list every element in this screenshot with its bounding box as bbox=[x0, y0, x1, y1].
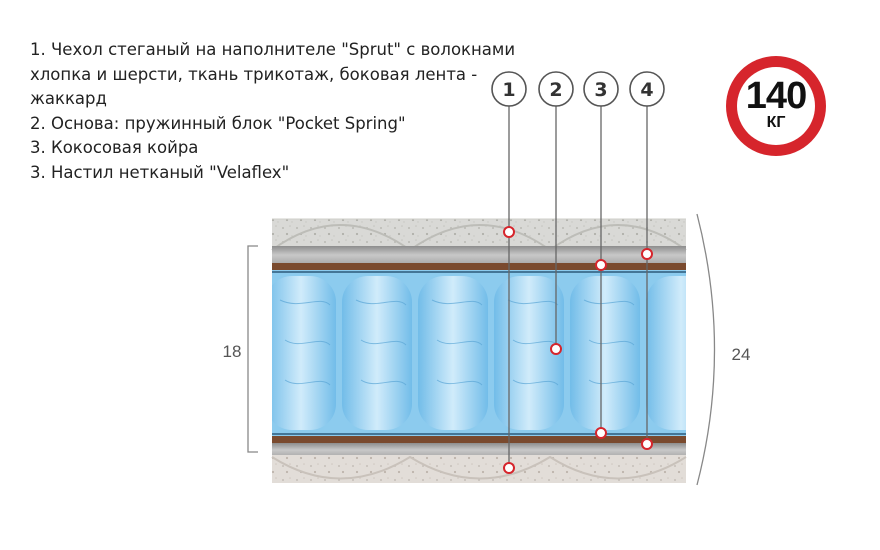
callout-3: 3 bbox=[583, 71, 619, 107]
max-load-badge-inner: 140 КГ bbox=[737, 67, 815, 145]
marker-top-coir bbox=[595, 259, 607, 271]
legend-line-3: жаккард bbox=[30, 89, 107, 108]
marker-top-cover bbox=[503, 226, 515, 238]
callout-1: 1 bbox=[491, 71, 527, 107]
marker-bottom-cover bbox=[503, 462, 515, 474]
spring-ties bbox=[272, 271, 686, 435]
top-coir-layer bbox=[272, 263, 686, 270]
bottom-coir-layer bbox=[272, 436, 686, 443]
legend-line-5: 3. Кокосовая койра bbox=[30, 138, 199, 157]
legend: 1. Чехол стеганый на наполнителе "Sprut"… bbox=[30, 38, 530, 185]
max-load-badge: 140 КГ bbox=[726, 56, 826, 156]
callout-4-label: 4 bbox=[640, 79, 653, 101]
marker-bottom-velaflex bbox=[641, 438, 653, 450]
pocket-spring-block bbox=[272, 270, 686, 436]
callout-2-label: 2 bbox=[549, 79, 562, 101]
legend-line-4: 2. Основа: пружинный блок "Pocket Spring… bbox=[30, 113, 406, 133]
marker-top-velaflex bbox=[641, 248, 653, 260]
top-quilted-cover bbox=[271, 218, 687, 252]
callout-1-label: 1 bbox=[502, 79, 515, 101]
spring-texture bbox=[279, 299, 635, 386]
legend-line-1: 1. Чехол стеганый на наполнителе "Sprut"… bbox=[30, 40, 516, 59]
total-height-dimension: 24 bbox=[696, 213, 751, 486]
top-velaflex-layer bbox=[272, 246, 686, 264]
marker-bottom-coir bbox=[595, 427, 607, 439]
legend-line-6: 3. Настил нетканый "Velaflex" bbox=[30, 162, 290, 182]
marker-spring-block bbox=[550, 343, 562, 355]
bottom-quilted-cover bbox=[271, 455, 687, 483]
layer-markers bbox=[503, 226, 653, 474]
spring-pockets bbox=[272, 276, 686, 430]
legend-line-2: хлопка и шерсти, ткань трикотаж, боковая… bbox=[30, 64, 478, 84]
callout-3-label: 3 bbox=[594, 79, 607, 101]
core-height-label: 18 bbox=[223, 342, 242, 361]
core-height-dimension: 18 bbox=[223, 245, 258, 453]
total-height-label: 24 bbox=[732, 345, 751, 364]
callout-2: 2 bbox=[538, 71, 574, 107]
max-load-unit: КГ bbox=[766, 114, 786, 131]
callout-4: 4 bbox=[629, 71, 665, 107]
max-load-value: 140 bbox=[745, 75, 807, 117]
bottom-velaflex-layer bbox=[272, 443, 686, 457]
